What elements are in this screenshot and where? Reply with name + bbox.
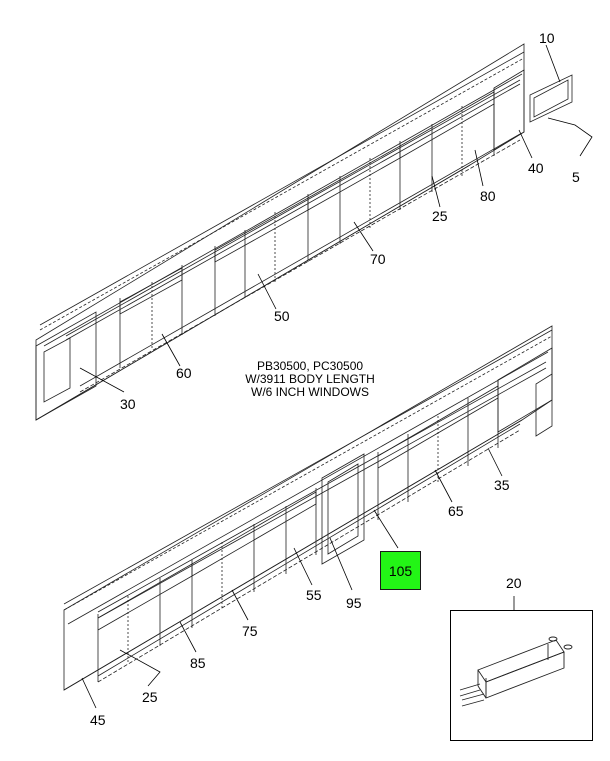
callout-50: 50 xyxy=(274,308,290,324)
diagram-caption: PB30500, PC30500 W/3911 BODY LENGTH W/6 … xyxy=(230,360,390,399)
callout-10: 10 xyxy=(539,30,555,46)
callout-25-lower: 25 xyxy=(142,689,158,705)
callout-40: 40 xyxy=(528,160,544,176)
callout-5: 5 xyxy=(572,169,580,185)
callout-85: 85 xyxy=(190,655,206,671)
callout-55: 55 xyxy=(306,587,322,603)
caption-line-2: W/3911 BODY LENGTH xyxy=(245,372,375,386)
callout-70: 70 xyxy=(370,251,386,267)
callout-60: 60 xyxy=(176,365,192,381)
callout-65: 65 xyxy=(448,503,464,519)
callout-25-upper: 25 xyxy=(432,208,448,224)
callout-95: 95 xyxy=(346,595,362,611)
inset-detail-box xyxy=(450,610,593,741)
caption-line-1: PB30500, PC30500 xyxy=(256,359,364,373)
callout-45: 45 xyxy=(90,712,106,728)
callout-80: 80 xyxy=(480,188,496,204)
upper-leader-lines xyxy=(79,44,593,393)
inset-part-20 xyxy=(459,636,573,707)
lower-side-panel xyxy=(63,325,553,691)
lower-leader-lines xyxy=(81,447,515,709)
callout-30: 30 xyxy=(120,396,136,412)
callout-20: 20 xyxy=(506,575,522,591)
access-door-10 xyxy=(529,74,573,123)
callout-35: 35 xyxy=(494,477,510,493)
callout-105-highlight[interactable]: 105 xyxy=(380,551,421,590)
caption-line-3: W/6 INCH WINDOWS xyxy=(251,385,369,399)
callout-75: 75 xyxy=(242,623,258,639)
callout-105: 105 xyxy=(388,562,413,579)
upper-side-panel xyxy=(35,43,525,421)
